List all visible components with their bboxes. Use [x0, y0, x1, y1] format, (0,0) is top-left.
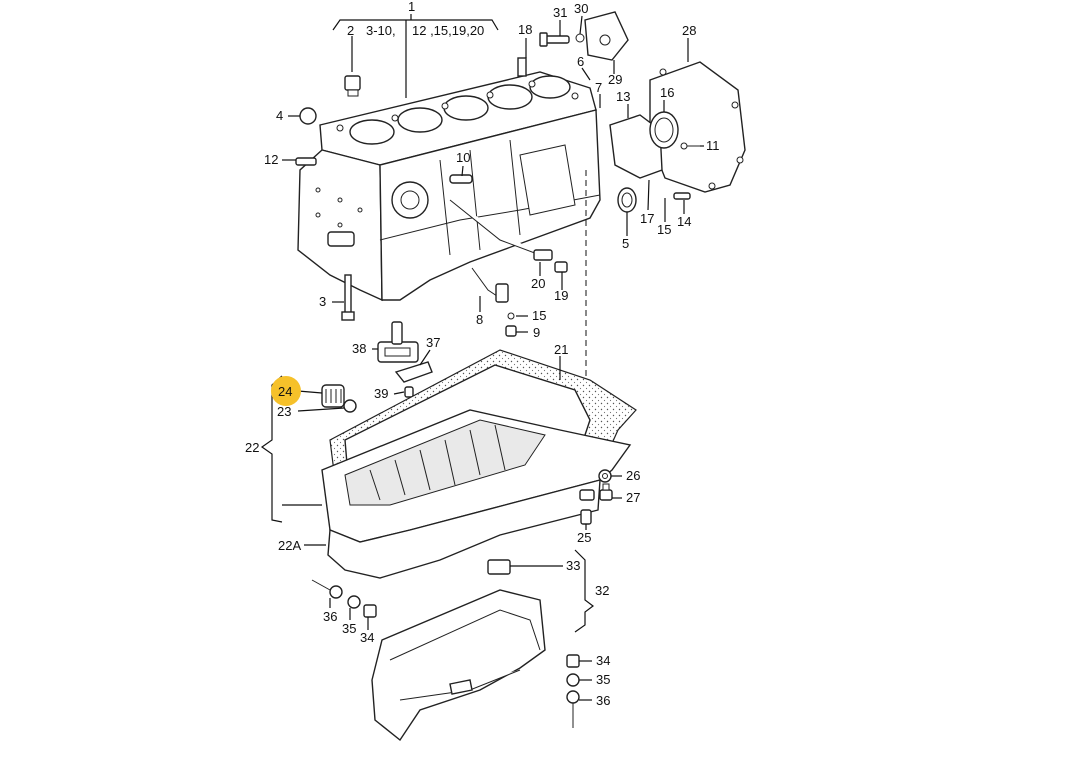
label-24[interactable]: 24	[278, 384, 292, 399]
sensor-8	[471, 267, 509, 303]
label-30: 30	[574, 1, 588, 16]
bracket-22	[260, 375, 322, 523]
label-35-left: 35	[342, 621, 356, 636]
label-17: 17	[640, 211, 654, 226]
label-9: 9	[533, 325, 540, 340]
label-21: 21	[554, 342, 568, 357]
label-36-left: 36	[323, 609, 337, 624]
bolt-9	[505, 325, 517, 337]
bracket-33	[487, 559, 511, 575]
label-22A: 22A	[278, 538, 301, 553]
mount-2	[344, 75, 361, 97]
engine-block	[297, 71, 601, 302]
label-15-mid: 15	[532, 308, 546, 323]
bolt-25	[580, 509, 592, 525]
plug-4	[299, 107, 317, 125]
label-4: 4	[276, 108, 283, 123]
seal-flange-13	[609, 111, 679, 179]
washer-30	[575, 33, 585, 43]
oil-strainer-24	[321, 384, 345, 408]
oil-level-sensor-38	[377, 321, 419, 363]
splash-guard-32	[371, 589, 546, 742]
label-28: 28	[682, 23, 696, 38]
label-39: 39	[374, 386, 388, 401]
label-26: 26	[626, 468, 640, 483]
label-16: 16	[660, 85, 674, 100]
rivet-group-right	[566, 654, 580, 728]
label-37: 37	[426, 335, 440, 350]
label-12-15-19-20: 12 ,15,19,20	[412, 23, 484, 38]
label-34-left: 34	[360, 630, 374, 645]
label-15-top: 15	[657, 222, 671, 237]
seal-26-inner	[602, 473, 608, 479]
label-8: 8	[476, 312, 483, 327]
label-3: 3	[319, 294, 326, 309]
label-35-right: 35	[596, 672, 610, 687]
label-5: 5	[622, 236, 629, 251]
bolt-31	[539, 32, 570, 47]
label-34-right: 34	[596, 653, 610, 668]
bolt-39	[404, 386, 414, 398]
label-7: 7	[595, 80, 602, 95]
callout-labels: 1 2 3-10, 12 ,15,19,20 18 31 30 28 29 6 …	[245, 0, 720, 708]
label-3-10: 3-10,	[366, 23, 396, 38]
label-32: 32	[595, 583, 609, 598]
label-31: 31	[553, 5, 567, 20]
label-36-right: 36	[596, 693, 610, 708]
label-14: 14	[677, 214, 691, 229]
label-23: 23	[277, 404, 291, 419]
label-25: 25	[577, 530, 591, 545]
bolt-3	[341, 274, 355, 321]
label-6: 6	[577, 54, 584, 69]
bracket-group-1	[332, 14, 499, 98]
bolt-14	[673, 192, 691, 200]
sensor-20-19	[533, 249, 568, 273]
label-12: 12	[264, 152, 278, 167]
washer-15b	[507, 312, 515, 320]
label-22: 22	[245, 440, 259, 455]
label-10: 10	[456, 150, 470, 165]
bracket-37	[394, 361, 433, 383]
bolt-11	[680, 142, 700, 150]
highlight-marker[interactable]	[271, 376, 301, 406]
label-20: 20	[531, 276, 545, 291]
oil-pan-22	[321, 409, 632, 579]
label-18: 18	[518, 22, 532, 37]
cover-plate-29	[584, 11, 629, 61]
label-33: 33	[566, 558, 580, 573]
label-1: 1	[408, 0, 415, 14]
sensor-18	[517, 57, 527, 77]
label-19: 19	[554, 288, 568, 303]
label-29: 29	[608, 72, 622, 87]
label-11: 11	[706, 138, 720, 153]
label-13: 13	[616, 89, 630, 104]
bolt-27	[599, 483, 613, 501]
stud-12	[295, 157, 317, 166]
rivet-group-left	[311, 579, 377, 618]
leader-lines	[282, 15, 704, 701]
seal-5	[617, 187, 637, 213]
label-38: 38	[352, 341, 366, 356]
label-27: 27	[626, 490, 640, 505]
label-2: 2	[347, 23, 354, 38]
o-ring-23	[343, 399, 357, 413]
bracket-32	[574, 549, 594, 633]
